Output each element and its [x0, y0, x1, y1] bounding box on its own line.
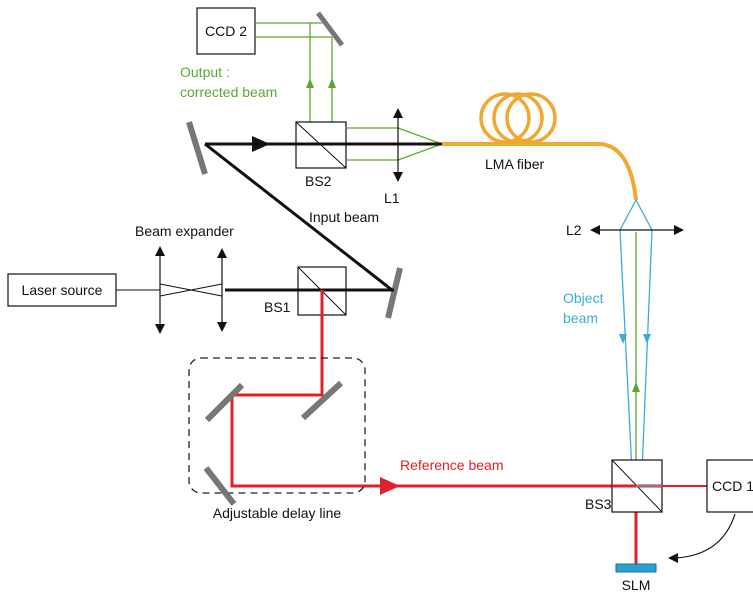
mirror-ccd2: [316, 11, 344, 47]
input-beam-diagonal: [204, 142, 393, 292]
bs2-label: BS2: [305, 173, 332, 189]
fiber-coil-3: [505, 92, 557, 144]
delay-line-label: Adjustable delay line: [213, 505, 342, 521]
l1-arrow-top: [393, 108, 403, 118]
bs3-label: BS3: [585, 496, 612, 512]
object-beam-left: [619, 229, 633, 473]
slm-label: SLM: [622, 577, 651, 593]
expander-lens-1-arrow-bottom: [155, 324, 165, 334]
l1-arrow-bottom: [393, 172, 403, 182]
feedback-arrow: [675, 513, 736, 559]
mirror-top-left: [186, 121, 208, 175]
object-beam-right: [641, 229, 653, 473]
expander-lens-1-arrow-top: [155, 246, 165, 256]
green-return-arrow: [632, 382, 640, 392]
delay-mirror-top-right: [300, 380, 344, 421]
lma-fiber: [442, 142, 638, 201]
object-beam-label-line2: beam: [563, 310, 598, 326]
ccd2-box: [196, 7, 256, 55]
object-arrow-right: [643, 334, 651, 344]
l2-arrow-left: [590, 225, 600, 235]
output-arrow-right: [328, 78, 336, 88]
output-arrow-left: [306, 78, 314, 88]
fiber-coil-1: [479, 92, 531, 144]
feedback-arrow-head: [668, 553, 678, 563]
expander-lens-2-arrow-top: [217, 248, 227, 258]
object-diverge-left: [619, 199, 637, 231]
l2-arrow-right: [674, 225, 684, 235]
bs1-label: BS1: [264, 299, 291, 315]
l1-label: L1: [384, 190, 400, 206]
expander-lens-2-arrow-bottom: [217, 322, 227, 332]
reference-beam-arrow: [380, 477, 400, 495]
input-beam-label: Input beam: [309, 209, 379, 225]
output-label-line1: Output :: [180, 64, 230, 80]
delay-mirror-top-left: [204, 382, 245, 423]
ccd1-label: CCD 1: [712, 478, 753, 494]
lma-fiber-label: LMA fiber: [485, 156, 544, 172]
l2-label: L2: [566, 222, 582, 238]
mirror-bs1-right: [385, 267, 403, 319]
output-label-line2: corrected beam: [180, 84, 277, 100]
green-l1-focus-bot: [397, 143, 443, 161]
delay-mirror-bottom-left: [203, 466, 237, 506]
ccd1-box: [706, 459, 753, 513]
object-diverge-right: [635, 199, 653, 231]
ccd2-label: CCD 2: [205, 23, 247, 39]
beam-expander-label: Beam expander: [135, 223, 234, 239]
laser-source-label: Laser source: [22, 282, 103, 298]
green-l1-focus-top: [397, 127, 443, 145]
input-beam-arrow: [252, 136, 270, 152]
fiber-coil-2: [492, 92, 544, 144]
reference-beam-label: Reference beam: [400, 457, 504, 473]
object-arrow-left: [619, 334, 627, 344]
object-beam-label-line1: Object: [563, 290, 604, 306]
slm-device: [615, 563, 657, 573]
expander-cross-2: [159, 283, 223, 297]
delay-line-box: [188, 357, 366, 494]
